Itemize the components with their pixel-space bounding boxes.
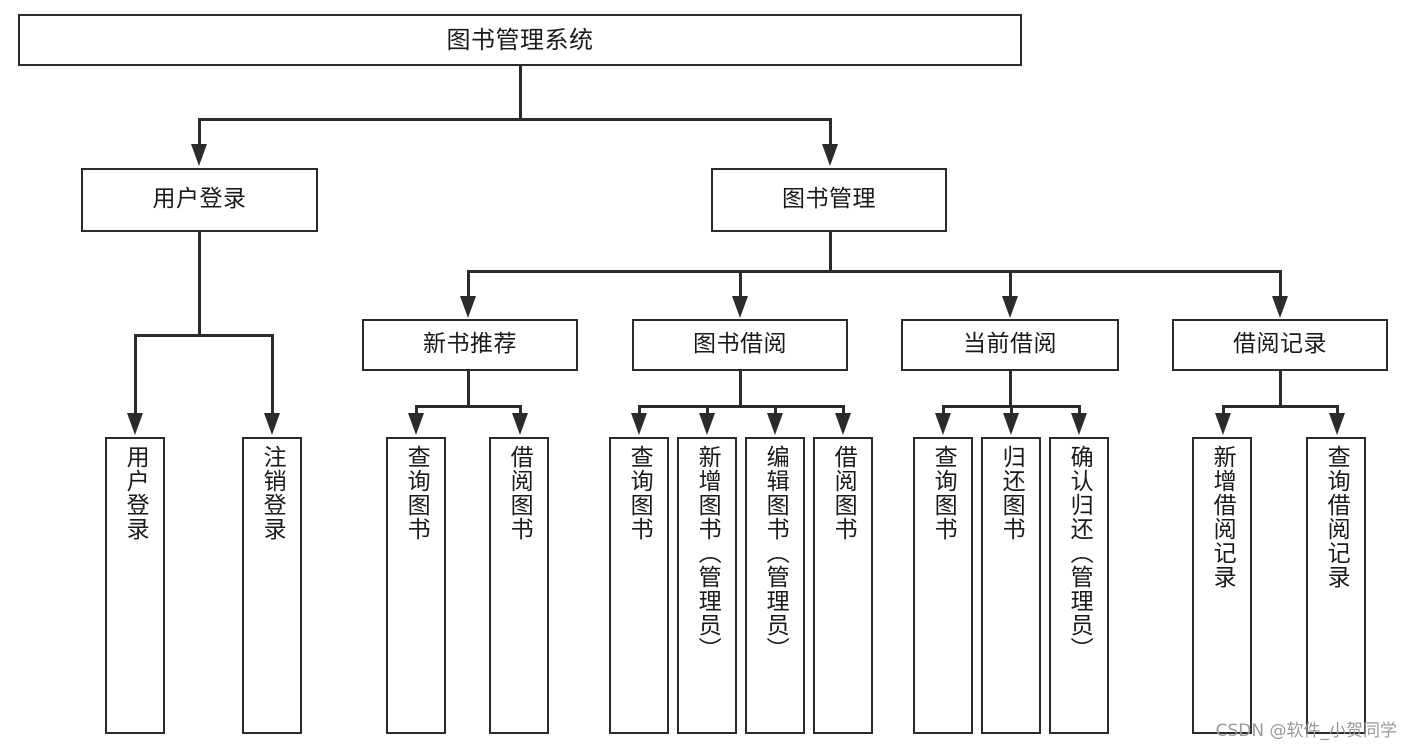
node-book-management[interactable]: 图书管理 [711,168,947,232]
node-book-borrow[interactable]: 图书借阅 [632,319,848,371]
connector-user-login-bar [134,334,273,337]
connector-current-borrow-stem [1009,371,1012,407]
arrowhead-user-login [191,144,207,166]
connector-level2-drop-right [829,118,832,146]
arrowhead-leaf-confirm-return [1071,413,1087,435]
connector-book-borrow-stem [739,371,742,407]
node-label: 查询图书 [403,445,430,541]
node-label: 查询借阅记录 [1323,445,1350,589]
csdn-watermark: CSDN @软件_小贺同学 [1215,721,1397,741]
connector-borrow-record-bar [1222,405,1338,408]
connector-user-login-drop-1 [134,334,137,415]
node-label: 借阅图书 [506,445,533,541]
node-label: 新增借阅记录 [1209,445,1236,589]
connector-new-book-drop-1 [415,405,418,415]
arrowhead-leaf-query-book-1 [408,413,424,435]
connector-borrow-record-drop-1 [1222,405,1225,415]
connector-borrow-record-drop-2 [1336,405,1339,415]
connector-level3-drop-4 [1279,270,1282,298]
connector-book-borrow-drop-1 [638,405,641,415]
node-label: 图书借阅 [693,331,787,358]
arrowhead-book-management [822,144,838,166]
connector-new-book-bar [415,405,521,408]
leaf-query-book-current[interactable]: 查询图书 [913,437,973,734]
arrowhead-book-borrow [732,296,748,318]
connector-book-borrow-drop-3 [774,405,777,415]
node-label: 图书管理系统 [446,25,594,54]
connector-user-login-stem [198,232,201,334]
leaf-logout[interactable]: 注销登录 [242,437,302,734]
connector-book-borrow-drop-4 [842,405,845,415]
arrowhead-leaf-borrow-book-2 [835,413,851,435]
connector-current-borrow-drop-2 [1010,405,1013,415]
arrowhead-leaf-query-record [1329,413,1345,435]
leaf-return-book[interactable]: 归还图书 [981,437,1041,734]
connector-new-book-stem [467,371,470,407]
arrowhead-leaf-borrow-book-1 [512,413,528,435]
leaf-query-borrow-record[interactable]: 查询借阅记录 [1306,437,1366,734]
connector-root-stem [519,66,522,120]
arrowhead-leaf-logout [264,413,280,435]
connector-level3-bar [467,270,1282,273]
node-label: 借阅记录 [1233,331,1327,358]
node-label: 用户登录 [152,186,247,213]
connector-book-borrow-bar [638,405,845,408]
node-current-borrow[interactable]: 当前借阅 [901,319,1119,371]
node-label: 查询图书 [626,445,653,541]
node-label: 借阅图书 [830,445,857,541]
node-user-login[interactable]: 用户登录 [81,168,318,232]
node-label: 当前借阅 [963,331,1057,358]
arrowhead-leaf-query-book-3 [935,413,951,435]
node-label: 确认归还（管理员） [1066,445,1093,661]
leaf-query-book-recommend[interactable]: 查询图书 [386,437,446,734]
arrowhead-borrow-record [1272,296,1288,318]
connector-level2-bar [198,118,832,121]
leaf-user-login[interactable]: 用户登录 [105,437,165,734]
connector-new-book-drop-2 [519,405,522,415]
connector-current-borrow-drop-3 [1078,405,1081,415]
arrowhead-leaf-return-book [1003,413,1019,435]
node-label: 归还图书 [998,445,1025,541]
leaf-query-book-borrow[interactable]: 查询图书 [609,437,669,734]
leaf-borrow-book-recommend[interactable]: 借阅图书 [489,437,549,734]
node-new-book-recommend[interactable]: 新书推荐 [362,319,578,371]
connector-level3-drop-3 [1009,270,1012,298]
node-label: 图书管理 [782,186,876,213]
node-label: 注销登录 [259,445,286,541]
leaf-confirm-return-admin[interactable]: 确认归还（管理员） [1049,437,1109,734]
leaf-borrow-book[interactable]: 借阅图书 [813,437,873,734]
connector-borrow-record-stem [1279,371,1282,407]
arrowhead-leaf-query-book-2 [631,413,647,435]
leaf-add-borrow-record[interactable]: 新增借阅记录 [1192,437,1252,734]
connector-level3-drop-2 [739,270,742,298]
connector-current-borrow-drop-1 [942,405,945,415]
arrowhead-leaf-add-book [699,413,715,435]
connector-level2-drop-left [198,118,201,146]
arrowhead-current-borrow [1002,296,1018,318]
connector-book-management-stem [829,232,832,272]
node-root-book-management-system[interactable]: 图书管理系统 [18,14,1022,66]
arrowhead-leaf-add-record [1215,413,1231,435]
node-label: 查询图书 [930,445,957,541]
leaf-add-book-admin[interactable]: 新增图书（管理员） [677,437,737,734]
node-label: 新书推荐 [423,331,517,358]
arrowhead-leaf-user-login [127,413,143,435]
arrowhead-new-book-recommend [460,296,476,318]
connector-user-login-drop-2 [271,334,274,415]
node-borrow-record[interactable]: 借阅记录 [1172,319,1388,371]
node-label: 新增图书（管理员） [694,445,721,661]
leaf-edit-book-admin[interactable]: 编辑图书（管理员） [745,437,805,734]
connector-book-borrow-drop-2 [706,405,709,415]
node-label: 编辑图书（管理员） [762,445,789,661]
node-label: 用户登录 [122,445,149,541]
arrowhead-leaf-edit-book [767,413,783,435]
connector-level3-drop-1 [467,270,470,298]
